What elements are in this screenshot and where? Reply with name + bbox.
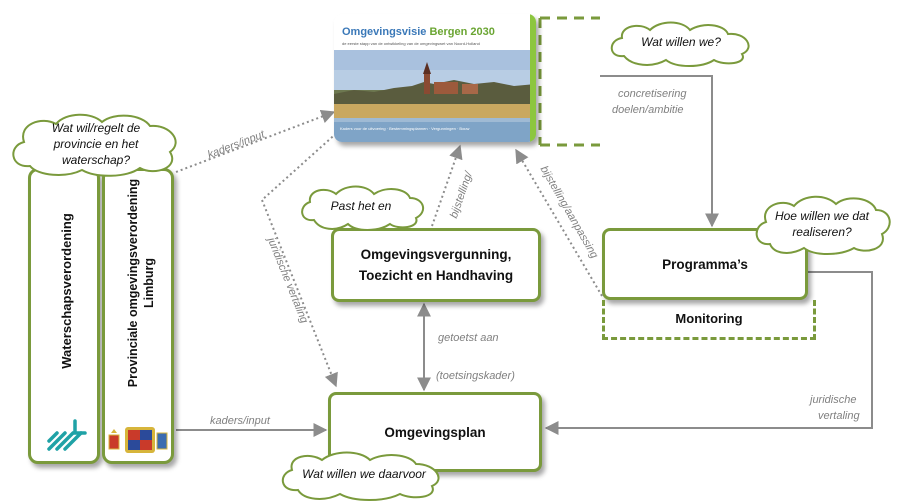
arrow-juridisch-left-2: [261, 199, 338, 388]
arrow-bijstelling-mid: [431, 144, 463, 227]
cloud-daarvoor-text: Wat willen we daarvoor: [302, 467, 426, 481]
arrow-concretisering: [600, 75, 719, 228]
waterschap-logo-icon: [47, 419, 87, 451]
cloud-daarvoor: Wat willen we daarvoor: [278, 450, 450, 501]
label-toetsingskader: (toetsingskader): [436, 370, 515, 382]
arrow-bijstelling-right: [515, 148, 603, 297]
cloud-provincie-text: Wat wil/regelt de provincie en het water…: [51, 121, 141, 167]
cover-title-part1: Omgevingsvisie: [342, 26, 427, 38]
cloud-hoe-text: Hoe willen we dat realiseren?: [774, 209, 870, 239]
label-doelen: doelen/ambitie: [612, 104, 684, 116]
label-concretisering: concretisering: [618, 88, 687, 100]
arrow-kaders-top: [175, 109, 336, 173]
cover-photo: [334, 14, 536, 142]
cloud-wat-willen: Wat willen we?: [606, 20, 756, 67]
cloud-hoe: Hoe willen we dat realiseren?: [752, 192, 892, 256]
omgevingsplan-label: Omgevingsplan: [384, 424, 486, 440]
cloud-past: Past het en: [298, 184, 425, 231]
provinciale-label: Provinciale omgevingsverordening Limburg: [126, 178, 156, 388]
cover-subtitle: de eerste stapp van de ontwikkeling van …: [342, 41, 480, 46]
label-kaders-bottom: kaders/input: [210, 415, 270, 427]
cover-bracket: [538, 16, 600, 147]
vergunning-label: Omgevingsvergunning, Toezicht en Handhav…: [358, 247, 514, 283]
monitoring-label: Monitoring: [675, 311, 743, 326]
waterschap-label: Waterschapsverordening: [59, 213, 74, 369]
provinciale-column: Provinciale omgevingsverordening Limburg: [102, 168, 174, 464]
programmas-label: Programma’s: [662, 256, 748, 272]
omgevingsplan-box: Omgevingsplan: [328, 392, 542, 472]
label-juridische: juridische: [810, 394, 857, 406]
cloud-past-text: Past het en: [330, 199, 392, 213]
vergunning-box: Omgevingsvergunning, Toezicht en Handhav…: [331, 228, 541, 302]
cloud-wat-willen-text: Wat willen we?: [641, 35, 721, 49]
cover-title-part2: Bergen 2030: [429, 26, 495, 38]
waterschap-column: Waterschapsverordening: [28, 168, 100, 464]
omgevingsvisie-cover: Omgevingsvisie Bergen 2030 de eerste sta…: [334, 14, 536, 142]
arrow-juridische-right: [544, 271, 873, 435]
cloud-provincie: Wat wil/regelt de provincie en het water…: [8, 110, 184, 178]
label-getoetst: getoetst aan: [438, 332, 499, 344]
monitoring-box: Monitoring: [602, 300, 816, 340]
limburg-crest-icon: [108, 427, 168, 453]
label-vertaling: vertaling: [818, 410, 860, 422]
cover-footer: Kaders voor de uitvoering · Bestemmingsp…: [340, 126, 470, 131]
